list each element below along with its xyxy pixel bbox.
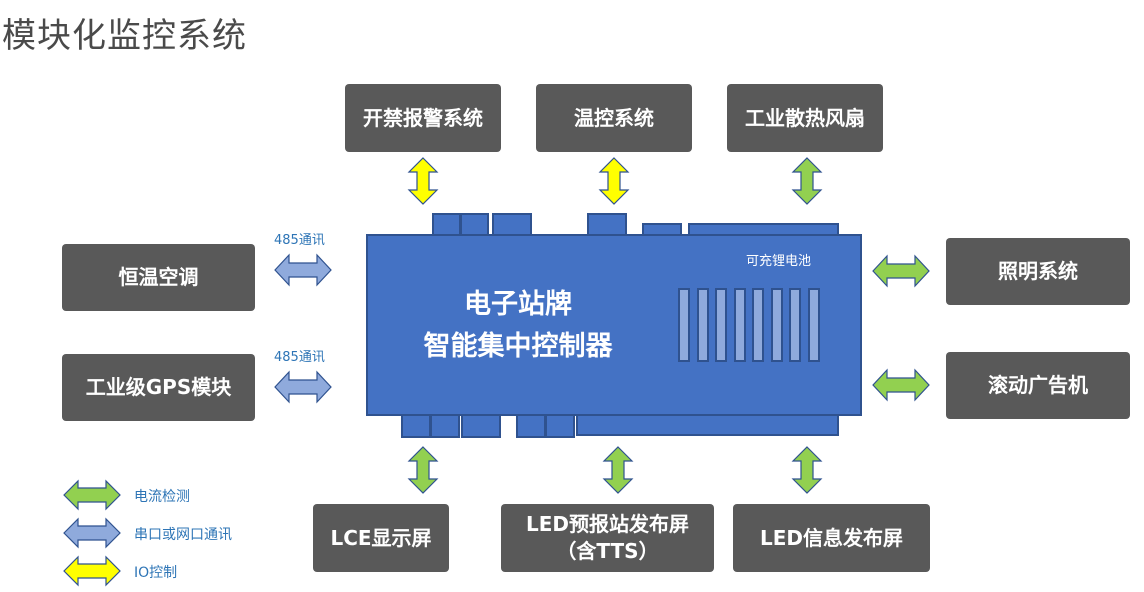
controller-port [460,213,489,236]
current-arrow-icon [407,446,439,494]
current-arrow-icon [791,157,823,205]
module-label: 滚动广告机 [988,373,1088,397]
module-label: 开禁报警系统 [363,105,483,130]
controller-port [545,414,575,438]
module-label: 工业级GPS模块 [85,375,232,399]
current-arrow-icon [872,254,930,288]
module-label: 温控系统 [574,105,654,130]
controller-title-line2: 智能集中控制器 [423,331,613,362]
module-ad-player: 滚动广告机 [946,352,1130,419]
controller-port [587,213,627,236]
current-arrow-icon [872,368,930,402]
controller-port [461,414,501,438]
battery-cell [696,288,709,362]
module-industrial-fan: 工业散热风扇 [727,84,883,152]
battery-cell [789,288,801,362]
controller-port [492,213,532,236]
io-arrow-icon [407,157,439,205]
battery-cell [807,288,820,362]
module-gps: 工业级GPS模块 [62,354,255,421]
controller-title: 电子站牌 智能集中控制器 [368,284,668,368]
comm-label-gps: 485通讯 [274,350,325,365]
legend-label-io: IO控制 [134,565,178,581]
controller-port [516,414,546,438]
battery-cell [715,288,727,362]
legend-current-arrow-icon [63,479,121,511]
module-label: 工业散热风扇 [745,105,865,130]
serial-arrow-icon [274,253,332,287]
legend-label-serial: 串口或网口通讯 [134,527,232,543]
io-arrow-icon [598,157,630,205]
module-led-info-display: LED信息发布屏 [733,504,930,572]
module-label-line1: LED预报站发布屏 [525,512,689,536]
serial-arrow-icon [274,370,332,404]
module-label: 照明系统 [998,259,1078,283]
central-controller: 电子站牌 智能集中控制器 可充锂电池 [366,234,862,416]
battery-cell [770,288,783,362]
battery-cell [752,288,764,362]
module-led-stop-forecast: LED预报站发布屏 （含TTS） [501,504,714,572]
current-arrow-icon [791,446,823,494]
module-label: LED信息发布屏 [759,525,903,550]
controller-port [401,414,431,438]
comm-label-ac: 485通讯 [274,233,325,248]
controller-title-line1: 电子站牌 [464,289,572,320]
legend-io-arrow-icon [63,555,121,587]
module-label: LCE显示屏 [330,525,432,550]
module-lce-display: LCE显示屏 [313,504,449,572]
module-air-conditioner: 恒温空调 [62,244,255,311]
module-access-alarm: 开禁报警系统 [345,84,501,152]
legend-serial-arrow-icon [63,517,121,549]
battery-label: 可充锂电池 [746,254,812,269]
controller-port [432,213,461,236]
battery-cell [678,288,690,362]
controller-port [576,414,839,436]
module-label: 恒温空调 [118,265,199,289]
module-label-line2: （含TTS） [556,539,659,563]
module-lighting: 照明系统 [946,238,1130,305]
module-temperature-control: 温控系统 [536,84,692,152]
legend-label-current: 电流检测 [134,489,190,505]
diagram-title: 模块化监控系统 [2,16,247,56]
controller-port [430,414,460,438]
current-arrow-icon [602,446,634,494]
battery-cell [733,288,746,362]
